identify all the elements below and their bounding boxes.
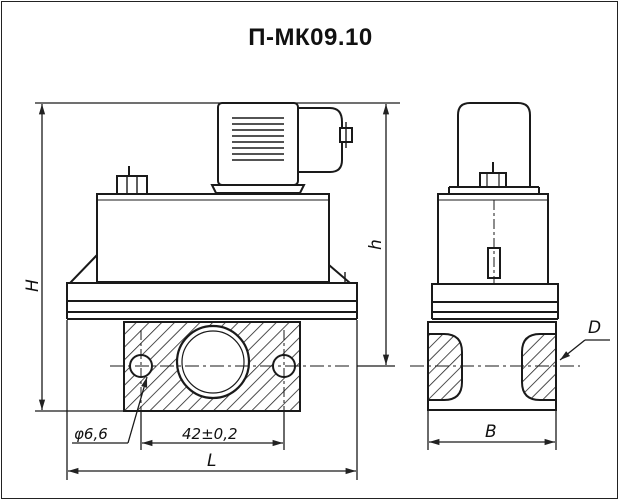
dim-label-B: B <box>485 422 497 442</box>
flange-plate <box>66 282 358 302</box>
main-bore <box>175 324 251 400</box>
valve-body <box>96 193 330 283</box>
dimension-lines <box>35 102 610 480</box>
dim-label-hole-spacing: 42±0,2 <box>182 425 238 443</box>
dim-label-hole-dia: φ6,6 <box>74 425 108 443</box>
drawing-title: П-МК09.10 <box>248 24 373 51</box>
dim-label-L: L <box>207 451 216 471</box>
dim-label-H: H <box>23 279 43 292</box>
front-view <box>66 102 358 420</box>
dim-label-h: h <box>366 239 386 250</box>
side-view <box>410 102 580 411</box>
coil-housing <box>210 102 353 194</box>
dim-label-D: D <box>588 318 601 338</box>
